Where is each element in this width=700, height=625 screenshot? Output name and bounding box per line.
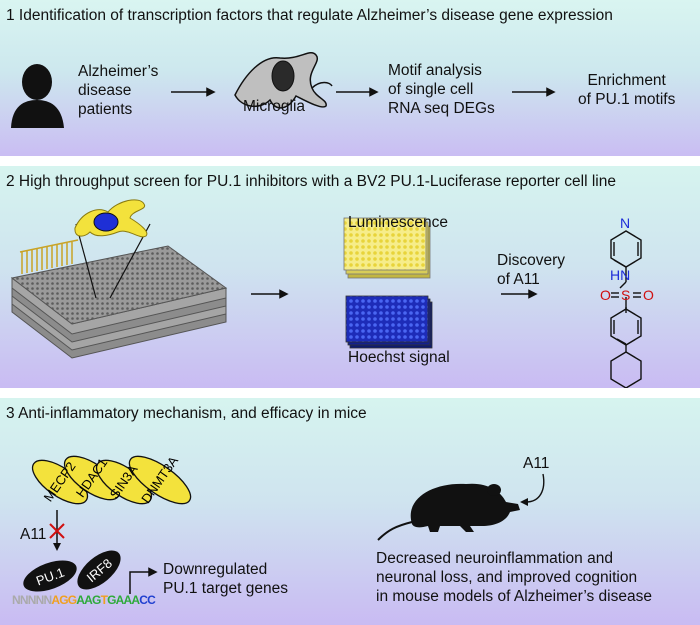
atom-n: N bbox=[620, 215, 631, 231]
atom-o-right: O bbox=[643, 287, 654, 303]
inhibition-arrow bbox=[49, 510, 65, 551]
microglia-cell-icon bbox=[234, 52, 333, 109]
atom-o-left: O bbox=[600, 287, 611, 303]
panel2-title: 2 High throughput screen for PU.1 inhibi… bbox=[6, 173, 616, 190]
panel-screen: 2 High throughput screen for PU.1 inhibi… bbox=[0, 166, 700, 388]
arrow-to-readouts bbox=[251, 289, 289, 299]
enrichment-label: Enrichment of PU.1 motifs bbox=[578, 72, 676, 108]
panel2-graphics bbox=[10, 199, 642, 388]
a11-label-mouse: A11 bbox=[523, 455, 550, 472]
mouse-silhouette-icon bbox=[377, 483, 520, 541]
panel-mechanism: 3 Anti-inflammatory mechanism, and effic… bbox=[0, 398, 700, 625]
panel3-title: 3 Anti-inflammatory mechanism, and effic… bbox=[6, 405, 367, 422]
a11-structure-icon bbox=[610, 230, 642, 388]
svg-text:NNNNNAGGAAGTGAAACC: NNNNNAGGAAGTGAAACC bbox=[12, 593, 156, 607]
panel1-title: 1 Identification of transcription factor… bbox=[6, 7, 613, 24]
panel1-graphics bbox=[11, 52, 556, 128]
plate-stack-icon bbox=[10, 245, 228, 359]
a11-label-mechanism: A11 bbox=[20, 526, 47, 543]
panel-identification: 1 Identification of transcription factor… bbox=[0, 0, 700, 156]
reporter-cell-icon bbox=[74, 199, 148, 238]
person-silhouette-icon bbox=[11, 64, 64, 128]
motif-analysis-label: Motif analysis of single cell RNA seq DE… bbox=[388, 62, 495, 117]
hoechst-label: Hoechst signal bbox=[348, 349, 450, 366]
pu1-irf8-complex: PU.1 IRF8 bbox=[23, 550, 121, 592]
downregulated-label: Downregulated PU.1 target genes bbox=[163, 561, 288, 597]
atom-hn: HN bbox=[610, 267, 631, 283]
luminescence-label: Luminescence bbox=[348, 214, 448, 231]
hoechst-plate-icon bbox=[345, 295, 433, 349]
discovery-label: Discovery of A11 bbox=[497, 252, 566, 288]
panel3-graphics: MECP2 HDAC1 SIN3A DNMT3A PU.1 IRF8 bbox=[12, 453, 545, 607]
gene-activation-arrow bbox=[129, 567, 158, 594]
luminescence-plate-icon bbox=[343, 217, 431, 279]
panel1-arrows bbox=[171, 87, 556, 97]
patients-label: Alzheimer’s disease patients bbox=[78, 63, 159, 118]
motif-sequence-logo: NNNNNAGGAAGTGAAACC bbox=[12, 593, 157, 607]
efficacy-result-label: Decreased neuroinflammation and neuronal… bbox=[376, 550, 652, 605]
microglia-label: Microglia bbox=[243, 98, 306, 115]
atom-s: S bbox=[621, 287, 631, 303]
arrow-to-discovery bbox=[501, 289, 538, 299]
a11-dosing-arrow bbox=[520, 473, 545, 506]
corepressor-complex: MECP2 HDAC1 SIN3A DNMT3A bbox=[31, 453, 192, 506]
pipette-tips-icon bbox=[19, 239, 79, 274]
